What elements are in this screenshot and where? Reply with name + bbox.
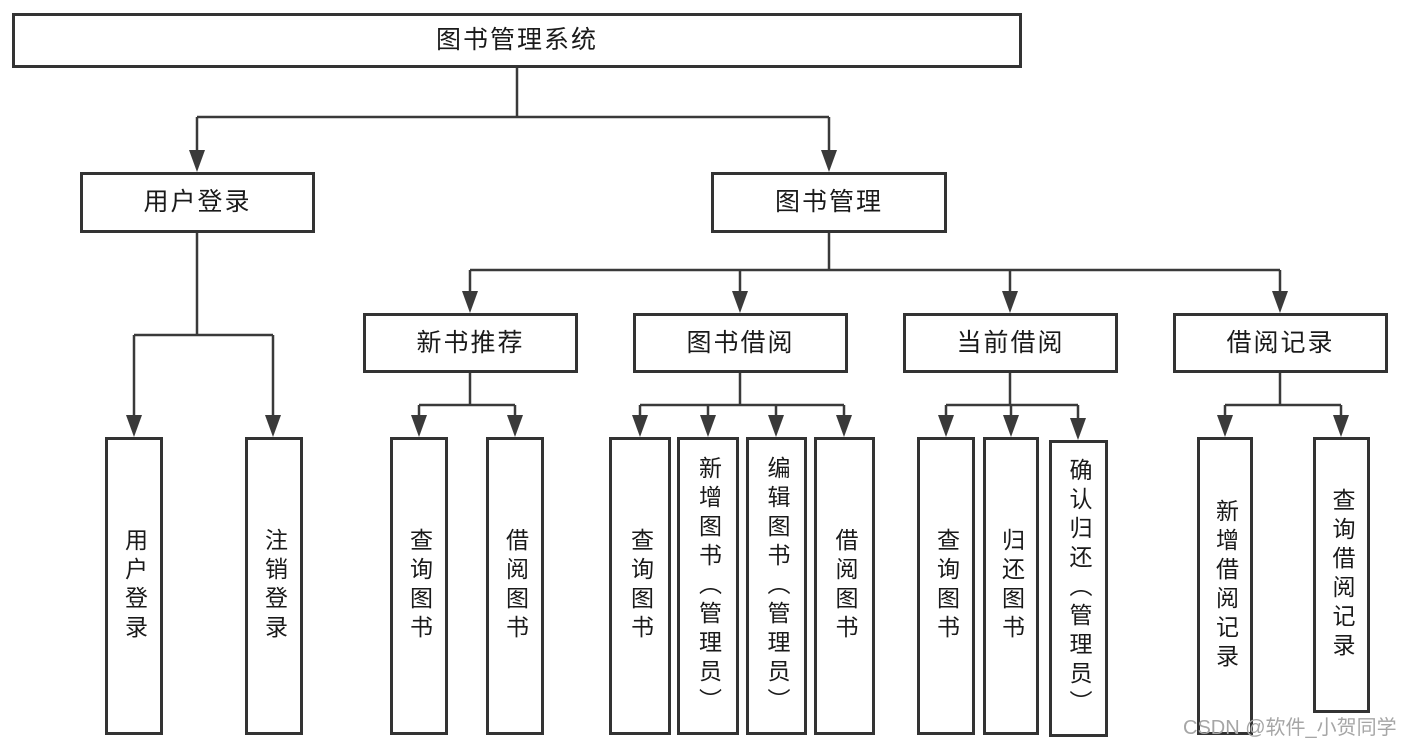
node-user-login: 用户登录 [80, 172, 315, 233]
leaf-records-query-borrow-record: 查询借阅记录 [1313, 437, 1370, 713]
leaf-current-confirm-return-admin: 确认归还（管理员） [1049, 440, 1108, 737]
node-new-book-recommendation: 新书推荐 [363, 313, 578, 373]
node-book-borrowing: 图书借阅 [633, 313, 848, 373]
leaf-newbook-borrow-books: 借阅图书 [486, 437, 544, 735]
arrowhead [700, 415, 716, 437]
leaf-current-return-books: 归还图书 [983, 437, 1039, 735]
csdn-watermark: CSDN @软件_小贺同学 [1183, 717, 1397, 739]
arrowhead [836, 415, 852, 437]
connector-user-login-to-children [132, 233, 275, 418]
leaf-borrowing-borrow-books: 借阅图书 [814, 437, 875, 735]
arrowhead [1070, 418, 1086, 440]
leaf-newbook-query-books: 查询图书 [390, 437, 448, 735]
connector-root-to-level2 [195, 68, 831, 153]
arrowhead [732, 291, 748, 313]
arrowheads [126, 150, 1349, 440]
connector-borrow-records-to-children [1223, 373, 1343, 418]
node-library-management-system: 图书管理系统 [12, 13, 1022, 68]
connector-current-borrow-to-children [944, 373, 1080, 421]
leaf-borrowing-edit-books-admin: 编辑图书（管理员） [746, 437, 807, 735]
arrowhead [126, 415, 142, 437]
leaf-borrowing-query-books: 查询图书 [609, 437, 671, 735]
leaf-records-add-borrow-record: 新增借阅记录 [1197, 437, 1253, 735]
arrowhead [1217, 415, 1233, 437]
arrowhead [1272, 291, 1288, 313]
arrowhead [1333, 415, 1349, 437]
connector-new-book-to-children [417, 373, 517, 418]
arrowhead [632, 415, 648, 437]
arrowhead [507, 415, 523, 437]
arrowhead [411, 415, 427, 437]
arrowhead [938, 415, 954, 437]
arrowhead [768, 415, 784, 437]
arrowhead [1003, 415, 1019, 437]
connector-book-borrow-to-children [638, 373, 846, 418]
arrowhead [189, 150, 205, 172]
node-current-borrowing: 当前借阅 [903, 313, 1118, 373]
arrowhead [462, 291, 478, 313]
arrowhead [821, 150, 837, 172]
node-book-management: 图书管理 [711, 172, 947, 233]
leaf-current-query-books: 查询图书 [917, 437, 975, 735]
arrowhead [265, 415, 281, 437]
node-borrowing-records: 借阅记录 [1173, 313, 1388, 373]
leaf-borrowing-add-books-admin: 新增图书（管理员） [677, 437, 739, 735]
arrowhead [1002, 291, 1018, 313]
leaf-user-login: 用户登录 [105, 437, 163, 735]
connector-book-management-to-level3 [468, 233, 1282, 294]
leaf-logout: 注销登录 [245, 437, 303, 735]
